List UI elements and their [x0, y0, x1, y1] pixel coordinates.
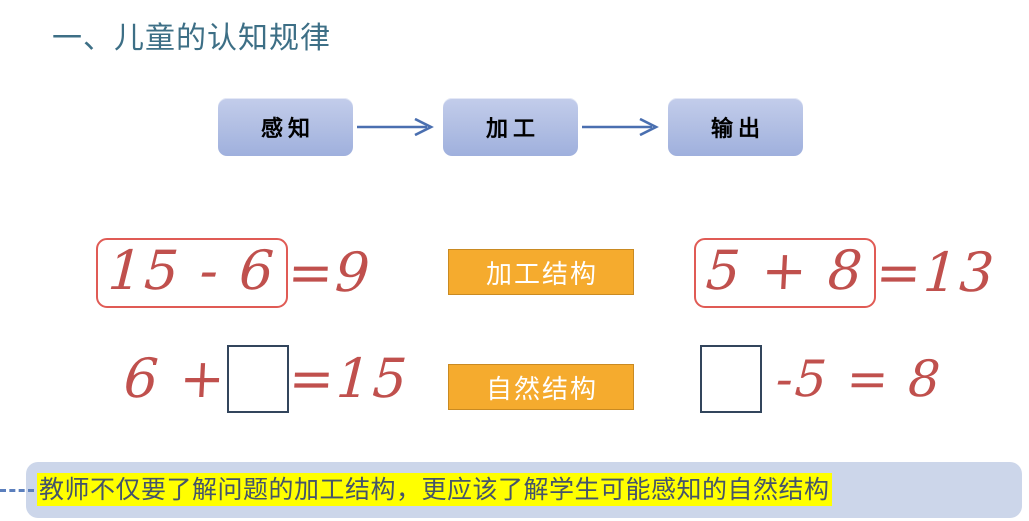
- example-row-1: 15 - 6 =9 5 + 8 =13: [0, 232, 1029, 332]
- flow-step-process[interactable]: 加工: [443, 98, 578, 156]
- equation-left-row1-boxed: 15 - 6: [106, 239, 278, 302]
- example-row-2: 6 + =15 -5 = 8: [0, 337, 1029, 437]
- flow-step-perceive[interactable]: 感知: [218, 98, 353, 156]
- answer-blank-right-row2[interactable]: [700, 345, 762, 413]
- processed-part-highlight-left-row1: 15 - 6: [96, 238, 288, 308]
- equation-left-row2: 6 + =15: [122, 345, 411, 413]
- equation-right-row1: 5 + 8 =13: [694, 238, 998, 308]
- banner-dash-decoration: [0, 489, 34, 492]
- processed-part-highlight-right-row1: 5 + 8: [694, 238, 877, 308]
- equation-left-row2-result: =15: [287, 347, 411, 410]
- equation-left-row1-result: =9: [286, 241, 373, 304]
- arrow-perceive-to-process: [353, 98, 443, 156]
- arrow-process-to-output: [578, 98, 668, 156]
- answer-blank-left-row2[interactable]: [226, 345, 289, 413]
- summary-banner-text: 教师不仅要了解问题的加工结构，更应该了解学生可能感知的自然结构: [37, 473, 832, 506]
- equation-right-row1-result: =13: [874, 241, 998, 304]
- worked-examples-area: 15 - 6 =9 5 + 8 =13 6 + =15 -5 = 8: [0, 222, 1029, 447]
- equation-left-row1: 15 - 6 =9: [96, 238, 373, 308]
- page-title: 一、儿童的认知规律: [52, 21, 331, 56]
- label-processing-structure: 加工结构: [448, 249, 634, 295]
- equation-right-row1-boxed: 5 + 8: [704, 239, 866, 302]
- cognition-flow-diagram: 感知 加工 输出: [218, 98, 803, 156]
- flow-step-output[interactable]: 输出: [668, 98, 803, 156]
- label-natural-structure: 自然结构: [448, 364, 634, 410]
- equation-right-row2: -5 = 8: [700, 345, 944, 413]
- equation-left-row2-prefix: 6 +: [122, 347, 229, 410]
- equation-right-row2-result: -5 = 8: [774, 350, 944, 408]
